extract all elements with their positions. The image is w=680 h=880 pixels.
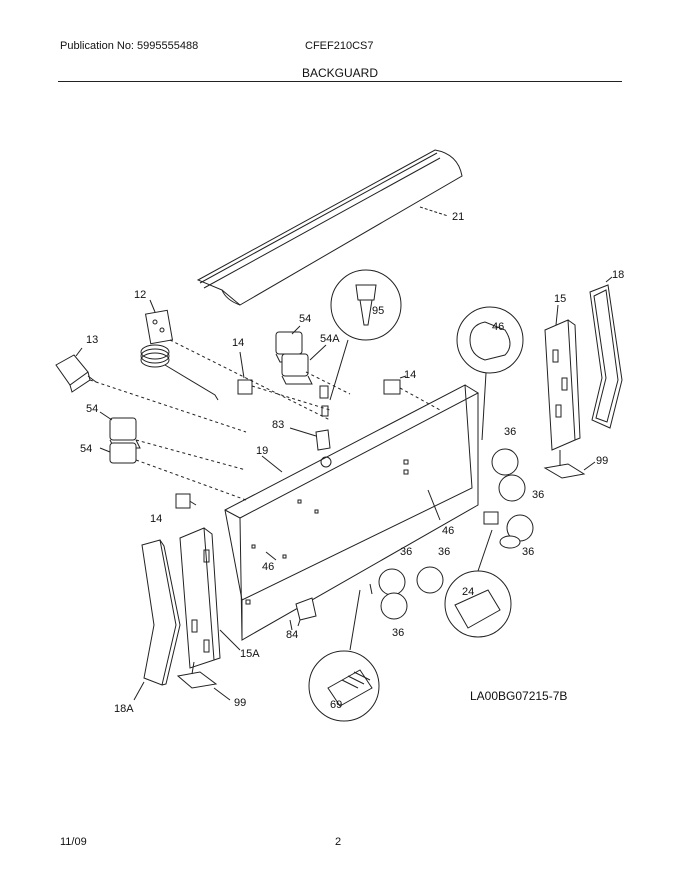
- knob-group-right: [491, 448, 534, 549]
- callout-54-left-a: 54: [86, 403, 98, 415]
- part-right-foot: [543, 450, 596, 479]
- part-lamp-assembly: [289, 385, 331, 451]
- callout-24: 24: [462, 586, 474, 598]
- callout-15A: 15A: [240, 648, 260, 660]
- part-left-end-cap: [133, 539, 181, 701]
- callout-95: 95: [372, 305, 384, 317]
- callout-84: 84: [286, 629, 298, 641]
- callout-36-a: 36: [504, 426, 516, 438]
- callout-12: 12: [134, 289, 146, 301]
- callout-19: 19: [256, 445, 268, 457]
- callout-14-upper-left: 14: [232, 337, 244, 349]
- callout-13: 13: [86, 334, 98, 346]
- detail-circle-screw: [308, 583, 380, 722]
- callout-18: 18: [612, 269, 624, 281]
- part-small-clip-upper-left: [237, 351, 253, 395]
- callout-99-left: 99: [234, 697, 246, 709]
- part-left-foot: [176, 661, 231, 701]
- callout-36-c: 36: [400, 546, 412, 558]
- callout-54A: 54A: [320, 333, 340, 345]
- part-right-end-cap: [589, 276, 623, 429]
- callout-83: 83: [272, 419, 284, 431]
- part-backguard-panel: [224, 384, 480, 641]
- part-switch: [55, 347, 97, 393]
- model-number: CFEF210CS7: [305, 40, 374, 52]
- callout-54-left-b: 54: [80, 443, 92, 455]
- assembly-guide-lines: [89, 339, 441, 501]
- callout-46-left: 46: [262, 561, 274, 573]
- footer-date: 11/09: [60, 836, 87, 848]
- part-small-clip-upper-right: [383, 375, 407, 395]
- callout-69: 69: [330, 699, 342, 711]
- knob-group-left: [378, 566, 444, 620]
- page-title: BACKGUARD: [301, 66, 378, 80]
- diagram-code: LA00BG07215-7B: [470, 689, 567, 703]
- part-right-bracket: [544, 304, 581, 451]
- callout-99-right: 99: [596, 455, 608, 467]
- callout-46-mid: 46: [442, 525, 454, 537]
- detail-circle-lamp: [329, 269, 402, 401]
- callout-36-b: 36: [532, 489, 544, 501]
- part-thermostat: [140, 299, 219, 401]
- part-left-controls: [99, 411, 141, 464]
- publication-number: Publication No: 5995555488: [60, 40, 199, 52]
- callout-14-upper-right: 14: [404, 369, 416, 381]
- callout-14-lower: 14: [150, 513, 162, 525]
- callout-46-circle: 46: [492, 321, 504, 333]
- callout-36-f: 36: [392, 627, 404, 639]
- callout-54-top: 54: [299, 313, 311, 325]
- part-rocker-switch: [444, 511, 512, 638]
- callout-18A: 18A: [114, 703, 134, 715]
- part-top-trim: [196, 149, 463, 306]
- callout-15: 15: [554, 293, 566, 305]
- callout-36-d: 36: [438, 546, 450, 558]
- page-number: 2: [335, 836, 342, 848]
- header-rule: [58, 81, 622, 82]
- part-outlet: [295, 597, 317, 627]
- part-top-controls: [275, 325, 327, 385]
- part-small-clip-lower-left: [175, 493, 191, 509]
- callout-36-e: 36: [522, 546, 534, 558]
- callout-21: 21: [452, 211, 464, 223]
- detail-circle-knob-insert: [456, 306, 524, 441]
- part-left-bracket: [179, 499, 241, 669]
